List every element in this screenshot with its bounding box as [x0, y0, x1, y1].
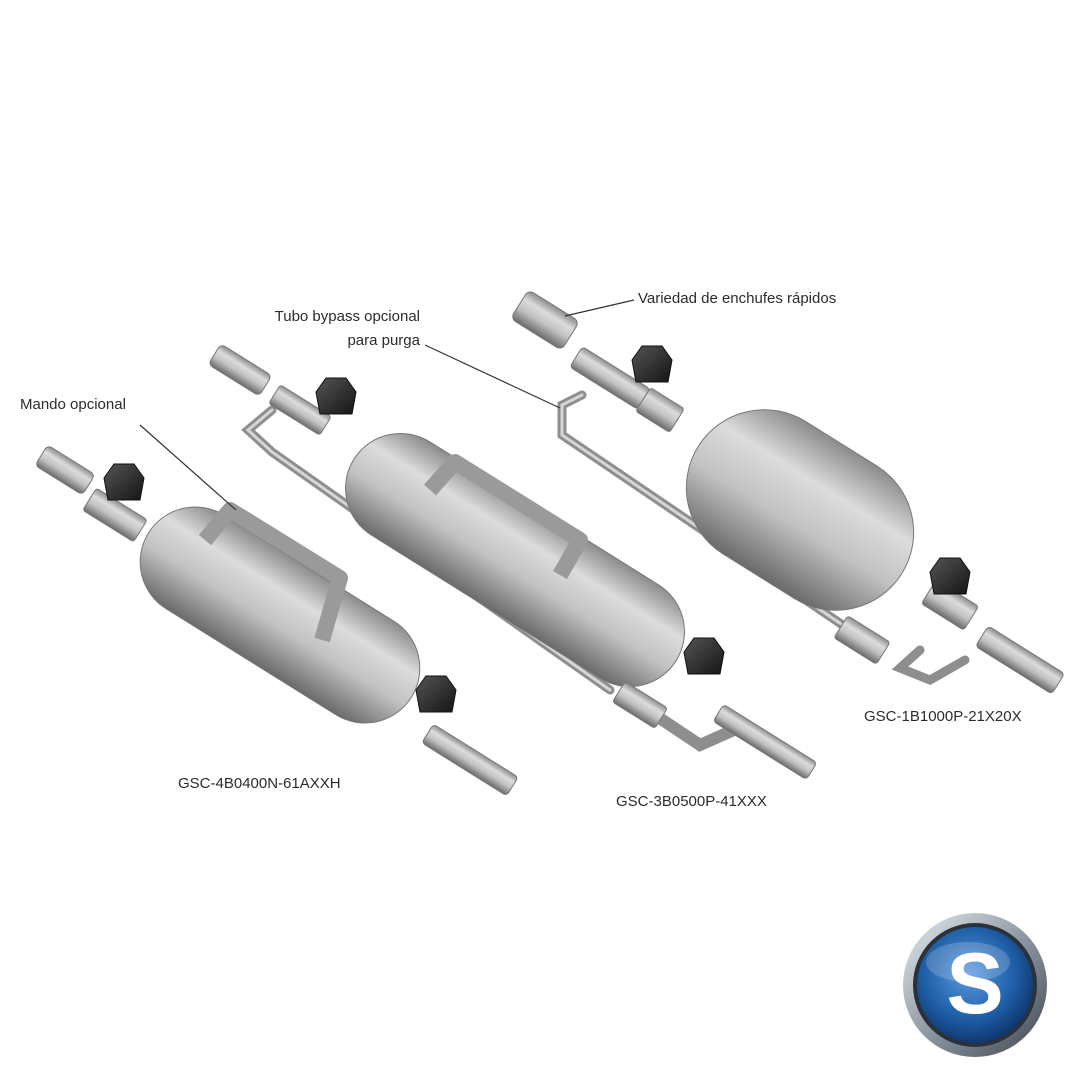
left-cylinder-body: [139, 506, 421, 724]
model-label-right: GSC-1B1000P-21X20X: [864, 708, 1022, 725]
right-end-fitting: [976, 626, 1064, 694]
left-top-valve-knob-icon: [103, 463, 145, 501]
model-label-middle: GSC-3B0500P-41XXX: [616, 793, 767, 810]
right-quick-connect: [512, 291, 578, 349]
middle-top-valve-knob-icon: [315, 377, 357, 415]
brand-logo: S: [903, 913, 1047, 1057]
left-quick-connect: [36, 446, 94, 494]
leader-handle: [139, 424, 237, 511]
middle-handle: [424, 454, 588, 579]
left-end-fitting: [422, 725, 518, 795]
callout-handle: Mando opcional: [20, 396, 126, 413]
right-bottom-valve-knob-icon: [929, 557, 971, 595]
leader-lines: [139, 299, 635, 511]
callout-bypass-line2: para purga: [347, 332, 420, 349]
callout-quick-connects: Variedad de enchufes rápidos: [638, 290, 837, 307]
right-top-valve-knob-icon: [631, 345, 673, 383]
left-cylinder-assembly: [36, 446, 518, 795]
logo-letter: S: [946, 936, 1003, 1032]
right-cylinder-assembly: [512, 291, 1064, 694]
left-bottom-valve-knob-icon: [415, 675, 457, 713]
middle-end-fitting: [714, 705, 816, 779]
model-label-left: GSC-4B0400N-61AXXH: [178, 775, 341, 792]
middle-quick-connect: [209, 345, 271, 395]
middle-bottom-valve-knob-icon: [683, 637, 725, 675]
right-cylinder-body: [685, 409, 915, 611]
leader-quick-connects: [564, 299, 635, 317]
left-handle: [198, 502, 348, 643]
leader-bypass: [424, 344, 561, 409]
middle-cylinder-assembly: [209, 345, 816, 779]
callout-bypass-line1: Tubo bypass opcional: [274, 308, 420, 325]
